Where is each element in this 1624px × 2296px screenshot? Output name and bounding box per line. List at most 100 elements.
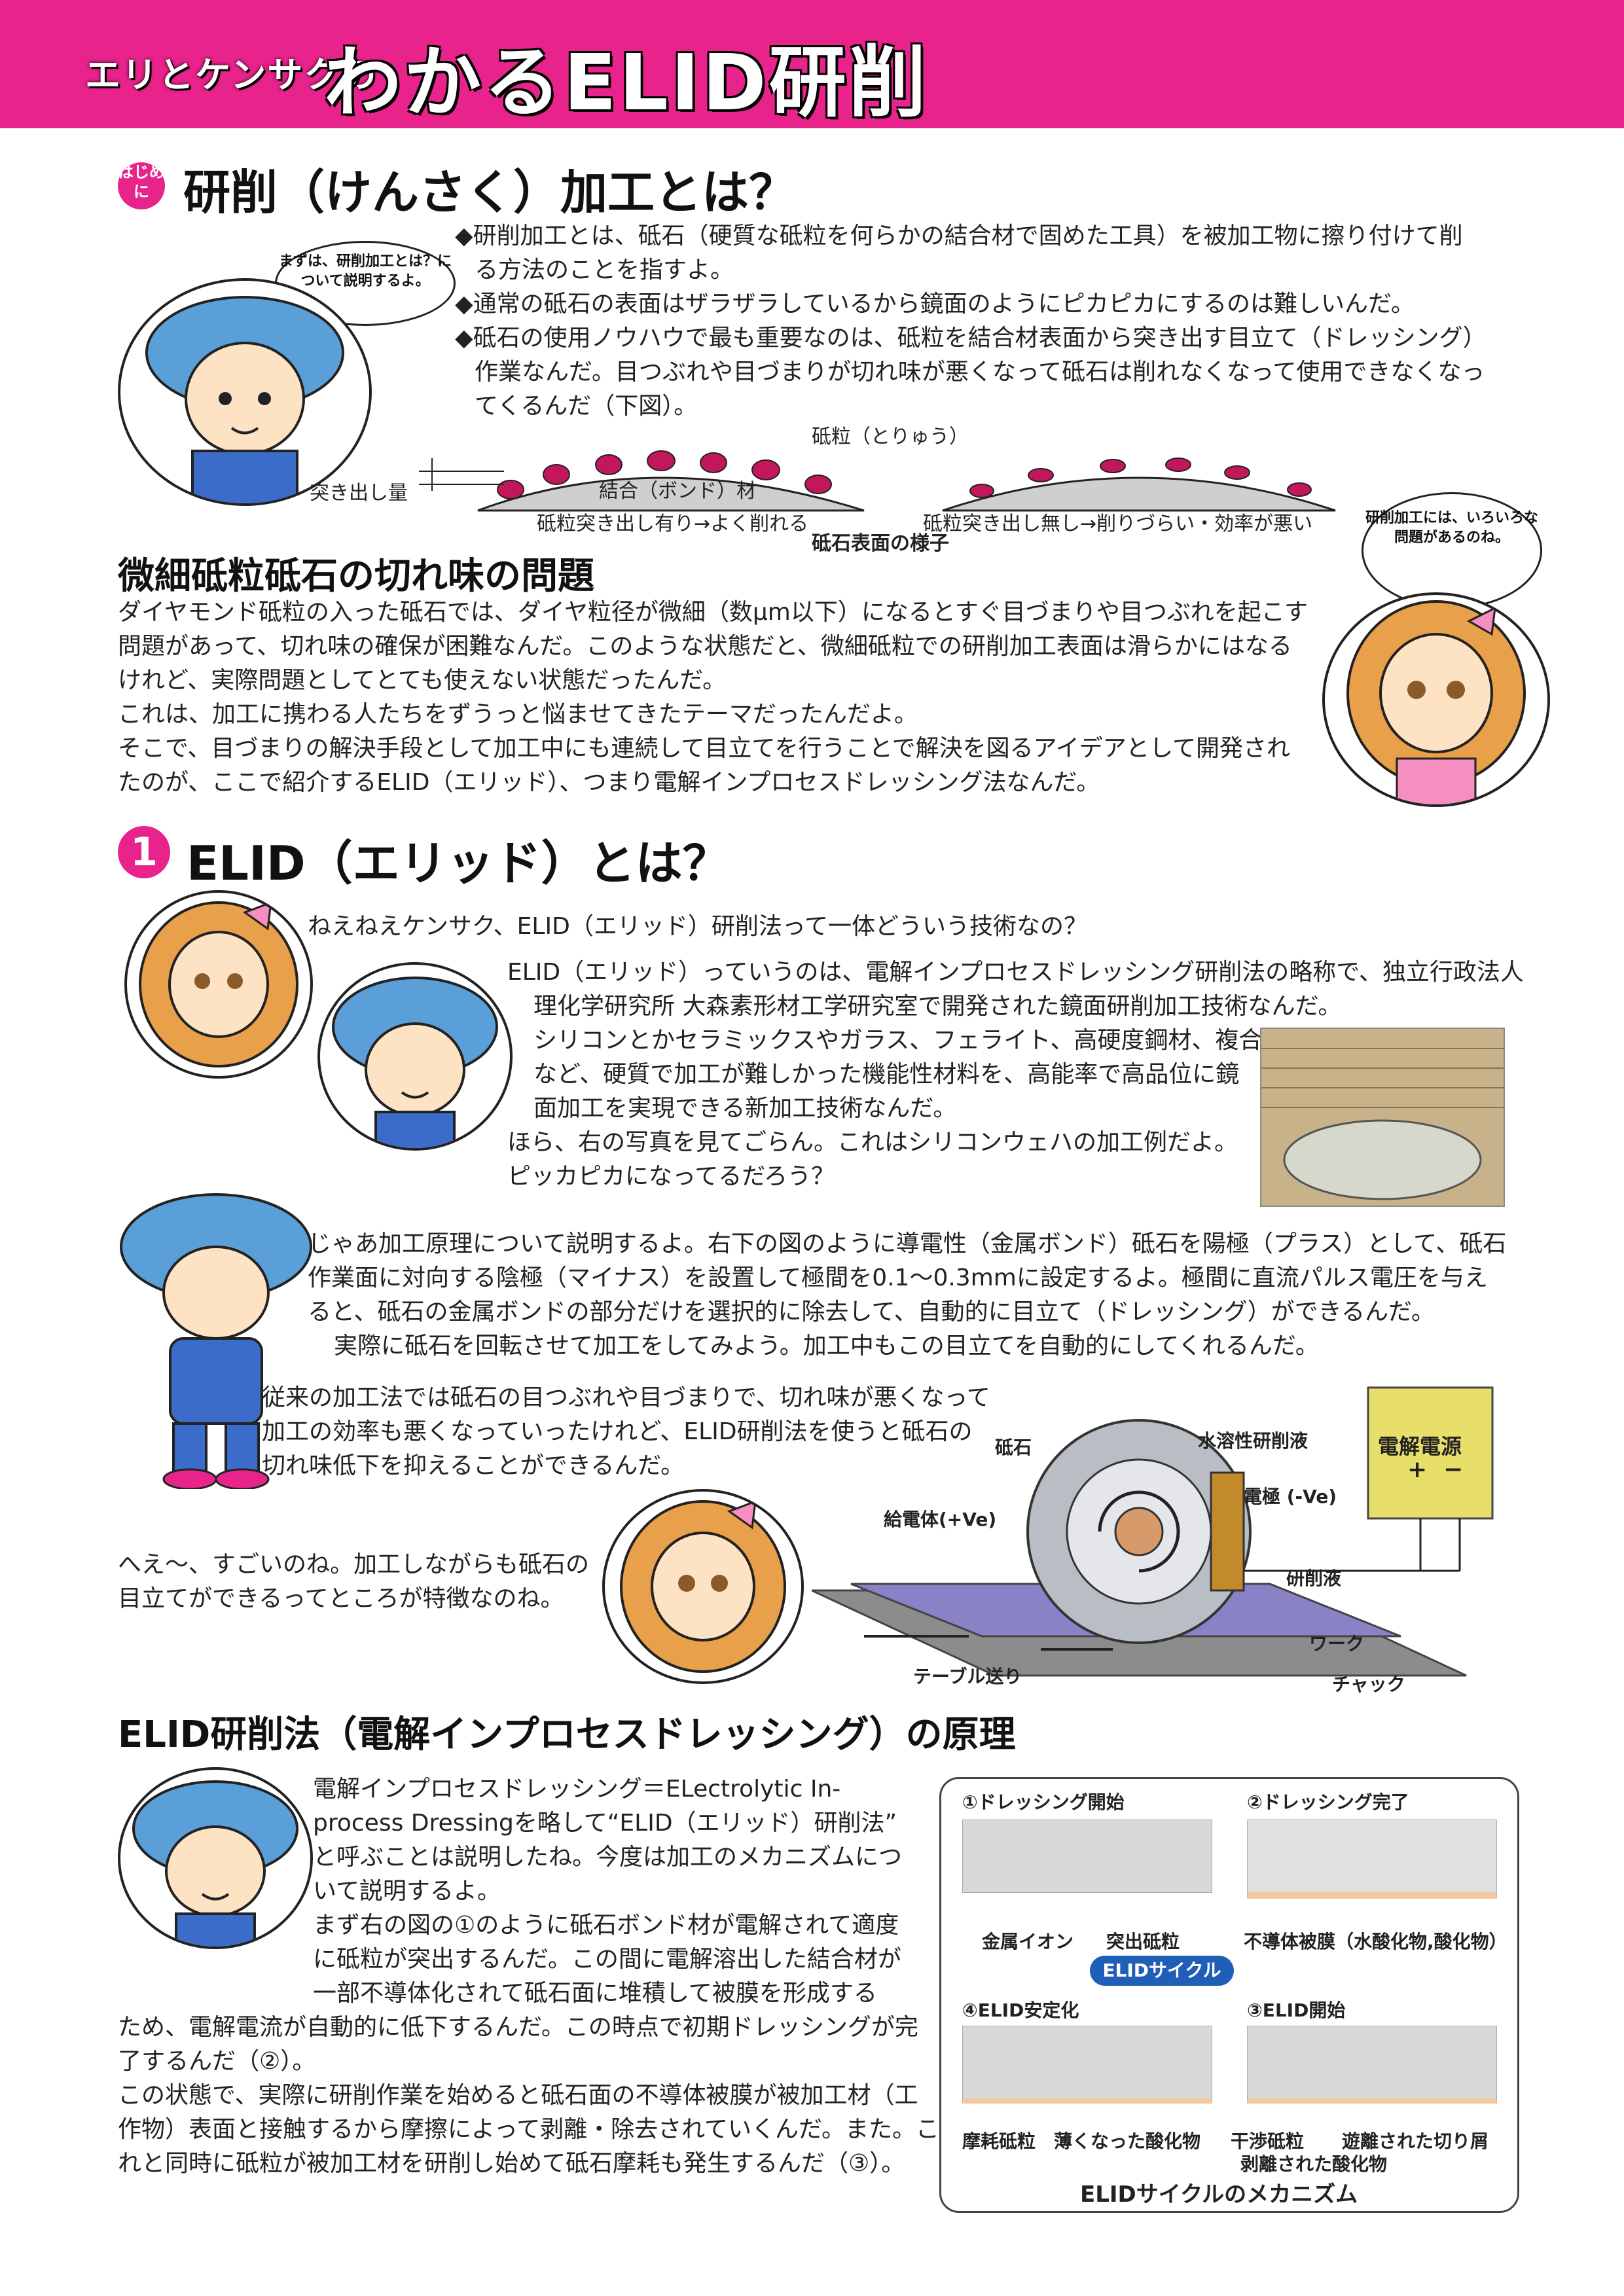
mech-worn-label: 摩耗砥粒 — [962, 2130, 1036, 2152]
mech-panel-4 — [962, 2026, 1212, 2104]
bond-label: 結合（ボンド）材 — [599, 480, 756, 503]
machine-fluid-label: 研削液 — [1286, 1568, 1342, 1589]
wafer-photo-icon — [1261, 1029, 1504, 1206]
eri-avatar-3 — [602, 1489, 804, 1684]
header-subtitle: エリとケンサクの — [85, 54, 378, 96]
principle-text-line: 一部不導体化されて砥石面に堆積して被膜を形成する — [313, 1980, 877, 2007]
mech-film-label: 不導体被膜（水酸化物,酸化物） — [1244, 1931, 1507, 1952]
eri-illustration-icon — [620, 1499, 786, 1673]
eri-illustration-icon — [1346, 600, 1526, 804]
fine-speech-bubble: 研削加工には、いろいろな問題があるのね。 — [1362, 492, 1542, 609]
principle-text: 電解インプロセスドレッシング＝ELectrolytic In- process … — [313, 1772, 902, 2011]
power-plus: + — [1407, 1456, 1428, 1483]
principle-line: 実際に砥石を回転させて加工をしてみよう。加工中もこの目立てを自動的にしてくれるん… — [334, 1333, 1319, 1359]
principle-text-line: 電解インプロセスドレッシング＝ELectrolytic In- — [313, 1776, 841, 1803]
fine-line: たのが、ここで紹介するELID（エリッド）、つまり電解インプロセスドレッシング法… — [118, 769, 1100, 796]
answer-line: ほら、右の写真を見てごらん。これはシリコンウェハの加工例だよ。 — [507, 1129, 1238, 1156]
principle-text-line: ため、電解電流が自動的に低下するんだ。この時点で初期ドレッシングが完 — [118, 2014, 918, 2041]
effect-line: 切れ味低下を抑えることができるんだ。 — [262, 1452, 685, 1479]
mech-peeled-label: 剥離された酸化物 — [1240, 2153, 1388, 2175]
fine-line: そこで、目づまりの解決手段として加工中にも連続して目立てを行うことで解決を図るア… — [118, 735, 1291, 762]
mech-step-3: ③ELID開始 — [1247, 2000, 1346, 2021]
reply-line: 目立てができるってところが特徴なのね。 — [118, 1585, 564, 1612]
answer-line: など、硬質で加工が難しかった機能性材料を、高能率で高品位に鏡 — [533, 1061, 1240, 1088]
intro-heading: 研削（けんさく）加工とは？ — [183, 165, 797, 220]
answer-line: ELID（エリッド）っていうのは、電解インプロセスドレッシング研削法の略称で、独… — [507, 959, 1524, 986]
kensaku-avatar-2 — [317, 962, 513, 1151]
intro-text: ◆研削加工とは、砥石（硬質な砥粒を何らかの結合材で固めた工具）を被加工物に擦り付… — [455, 219, 1487, 423]
answer-line: シリコンとかセラミックスやガラス、フェライト、高硬度鋼材、複合材料 — [533, 1027, 1310, 1054]
machine-electrode-label: 電極 (-Ve) — [1244, 1486, 1337, 1507]
principle-text-full: ため、電解電流が自動的に低下するんだ。この時点で初期ドレッシングが完 了するんだ… — [118, 2011, 939, 2181]
principle-text-line: まず右の図の①のように砥石ボンド材が電解されて適度 — [313, 1912, 899, 1939]
principle-text-line: 作物）表面と接触するから摩擦によって剥離・除去されていくんだ。また。こ — [118, 2116, 939, 2143]
wheel-surface-diagram — [419, 450, 1336, 512]
principle-text-line: 了するんだ（②）。 — [118, 2048, 316, 2075]
mech-panel-1 — [962, 1820, 1212, 1893]
machine-feeder-label: 給電体(+Ve) — [884, 1509, 997, 1530]
principle-intro: じゃあ加工原理について説明するよ。右下の図のように導電性（金属ボンド）砥石を陽極… — [308, 1227, 1506, 1363]
eri-reply: へえ～、すごいのね。加工しながらも砥石の 目立てができるってところが特徴なのね。 — [118, 1548, 589, 1616]
kensaku-avatar-3 — [118, 1767, 313, 1949]
principle-text-line: れと同時に砥粒が被加工材を研削し始めて砥石摩耗も発生するんだ（③）。 — [118, 2150, 905, 2177]
principle-heading: ELID研削法（電解インプロセスドレッシング）の原理 — [118, 1713, 1016, 1756]
effect-text: 従来の加工法では砥石の目つぶれや目づまりで、切れ味が悪くなって 加工の効率も悪く… — [262, 1381, 990, 1483]
kensaku-illustration-icon — [132, 1780, 298, 1946]
intro-speech-bubble: まずは、研削加工とは？について説明するよ。 — [275, 241, 456, 326]
mech-ion-label: 金属イオン — [982, 1931, 1074, 1952]
reply-line: へえ～、すごいのね。加工しながらも砥石の — [118, 1551, 590, 1578]
eri-avatar-2 — [124, 890, 313, 1079]
right-caption: 砥粒突き出し無し→削りづらい・効率が悪い — [923, 512, 1313, 535]
principle-text-line: と呼ぶことは説明したね。今度は加工のメカニズムにつ — [313, 1844, 903, 1871]
fine-line: これは、加工に携わる人たちをずうっと悩ませてきたテーマだったんだよ。 — [118, 701, 918, 728]
fine-line: 問題があって、切れ味の確保が困難なんだ。このような状態だと、微細砥粒での研削加工… — [118, 633, 1292, 660]
machine-power-label: 電解電源 — [1378, 1434, 1462, 1459]
principle-line: ると、砥石の金属ボンドの部分だけを選択的に除去して、自動的に目立て（ドレッシング… — [308, 1299, 1435, 1325]
mech-chips-label: 遊離された切り屑 — [1342, 2130, 1489, 2152]
elid-machine-diagram — [812, 1386, 1494, 1677]
silicon-wafer-photo — [1260, 1028, 1505, 1207]
principle-text-line: process Dressingを略して“ELID（エリッド）研削法” — [313, 1810, 897, 1837]
principle-text-line: この状態で、実際に研削作業を始めると砥石面の不導体被膜が被加工材（工 — [118, 2082, 918, 2109]
elid-answer: ELID（エリッド）っていうのは、電解インプロセスドレッシング研削法の略称で、独… — [507, 956, 1524, 1194]
principle-text-line: いて説明するよ。 — [313, 1878, 501, 1905]
machine-wheel-label: 砥石 — [995, 1437, 1032, 1458]
mech-panel-2 — [1247, 1820, 1497, 1899]
machine-table-label: テーブル送り — [913, 1666, 1022, 1687]
grain-label: 砥粒（とりゅう） — [812, 425, 969, 448]
mech-step-1: ①ドレッシング開始 — [962, 1791, 1125, 1813]
mech-interf-label: 干渉砥粒 — [1231, 2130, 1305, 2152]
mech-grain-label: 突出砥粒 — [1106, 1931, 1180, 1952]
eri-question: ねえねえケンサク、ELID（エリッド）研削法って一体どういう技術なの？ — [308, 913, 1088, 940]
section1-heading: ELID（エリッド）とは？ — [187, 836, 730, 891]
principle-text-line: に砥粒が突出するんだ。この間に電解溶出した結合材が — [313, 1946, 901, 1973]
intro-line: ◆通常の砥石の表面はザラザラしているから鏡面のようにピカピカにするのは難しいんだ… — [455, 291, 1415, 317]
answer-line: ピッカピカになってるだろう？ — [507, 1163, 835, 1190]
machine-chuck-label: チャック — [1332, 1674, 1405, 1695]
kensaku-fullbody-icon — [120, 1193, 312, 1489]
intro-line: 作業なんだ。目つぶれや目づまりが切れ味が悪くなって砥石は削れなくなって使用できな… — [475, 359, 1485, 386]
fine-line: ダイヤモンド砥粒の入った砥石では、ダイヤ粒径が微細（数μm以下）になるとすぐ目づ… — [118, 599, 1308, 626]
fine-text: ダイヤモンド砥粒の入った砥石では、ダイヤ粒径が微細（数μm以下）になるとすぐ目づ… — [118, 596, 1308, 800]
effect-line: 従来の加工法では砥石の目つぶれや目づまりで、切れ味が悪くなって — [262, 1384, 990, 1411]
mech-thin-label: 薄くなった酸化物 — [1054, 2130, 1201, 2152]
machine-coolant-label: 水溶性研削液 — [1198, 1430, 1308, 1452]
fine-line: けれど、実際問題としてとても使えない状態だったんだ。 — [118, 667, 727, 694]
principle-line: じゃあ加工原理について説明するよ。右下の図のように導電性（金属ボンド）砥石を陽極… — [308, 1230, 1507, 1257]
intro-line: てくるんだ（下図）。 — [475, 393, 698, 420]
eri-avatar — [1322, 592, 1550, 807]
kensaku-illustration-icon — [145, 296, 344, 503]
header-bar — [0, 0, 1624, 128]
left-caption: 砥粒突き出し有り→よく削れる — [537, 512, 809, 535]
answer-line: 理化学研究所 大森素形材工学研究室で開発された鏡面研削加工技術なんだ。 — [533, 993, 1342, 1020]
intro-line: ◆研削加工とは、砥石（硬質な砥粒を何らかの結合材で固めた工具）を被加工物に擦り付… — [455, 223, 1463, 249]
power-minus: − — [1443, 1456, 1464, 1483]
fine-heading: 微細砥粒砥石の切れ味の問題 — [118, 555, 594, 598]
kensaku-avatar — [118, 278, 372, 506]
protrusion-label: 突き出し量 — [310, 482, 408, 505]
effect-line: 加工の効率も悪くなっていったけれど、ELID研削法を使うと砥石の — [262, 1418, 973, 1445]
intro-line: ◆砥石の使用ノウハウで最も重要なのは、砥粒を結合材表面から突き出す目立て（ドレッ… — [455, 325, 1487, 351]
mech-caption: ELIDサイクルのメカニズム — [1080, 2181, 1358, 2208]
mech-panel-3 — [1247, 2026, 1497, 2104]
intro-line: る方法のことを指すよ。 — [475, 257, 734, 283]
